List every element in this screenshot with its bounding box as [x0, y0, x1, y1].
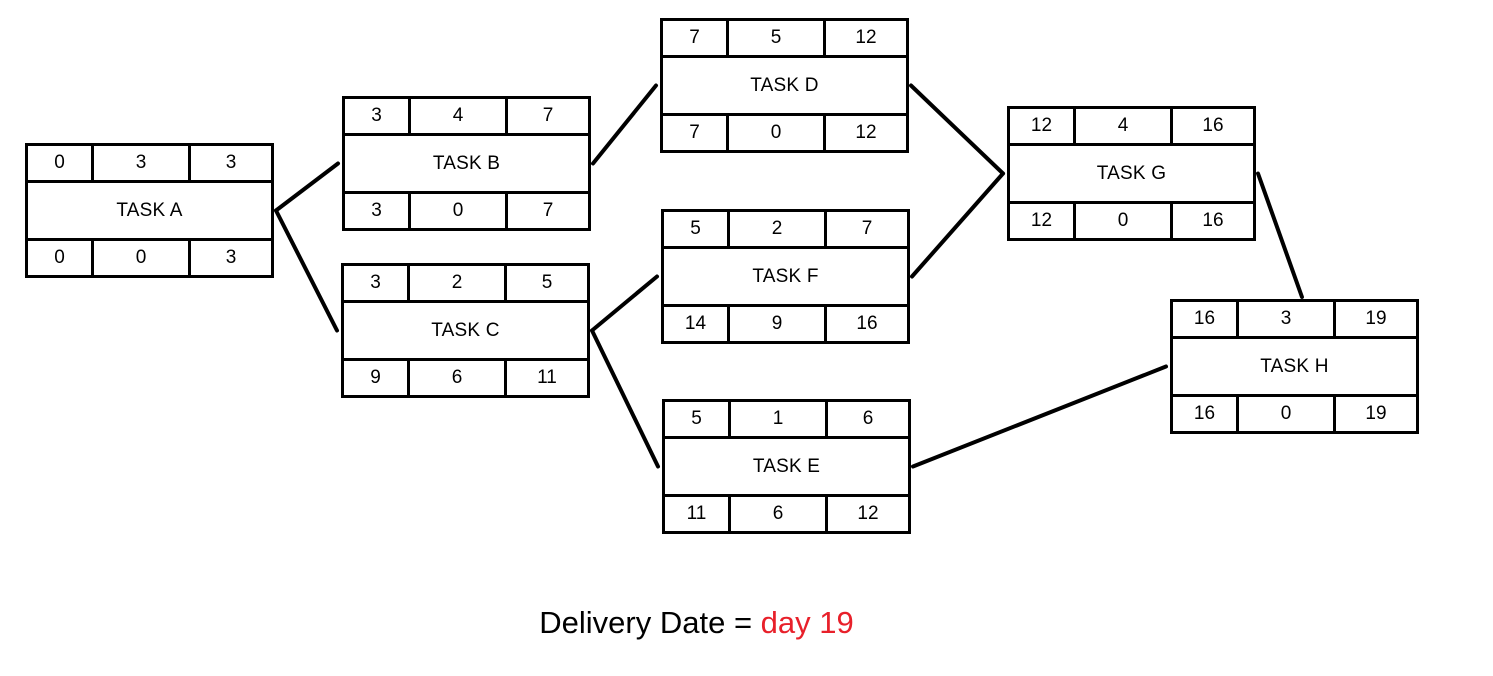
- early-finish: 5: [541, 272, 553, 293]
- link-d-g: [909, 83, 1005, 176]
- early-finish: 19: [1365, 308, 1387, 329]
- task-label: TASK E: [752, 455, 821, 477]
- task-node-c: 3 2 5 TASK C 9 6 11: [341, 263, 590, 398]
- late-start: 9: [344, 361, 410, 395]
- late-start: 11: [665, 497, 731, 531]
- task-label: TASK D: [750, 74, 819, 96]
- duration: 1: [731, 402, 828, 436]
- task-label: TASK A: [116, 199, 183, 221]
- early-start: 7: [663, 21, 729, 55]
- slack: 0: [94, 241, 191, 275]
- duration: 2: [730, 212, 827, 246]
- task-node-g: 12 4 16 TASK G 12 0 16: [1007, 106, 1256, 241]
- duration: 4: [1076, 109, 1173, 143]
- link-a-b: [274, 161, 340, 213]
- early-finish: 16: [1202, 115, 1224, 136]
- early-finish: 3: [225, 152, 237, 173]
- link-g-h: [1256, 171, 1304, 299]
- early-finish: 6: [862, 408, 874, 429]
- late-start: 7: [663, 116, 729, 150]
- early-start: 0: [28, 146, 94, 180]
- task-label: TASK C: [431, 319, 500, 341]
- early-finish: 7: [542, 105, 554, 126]
- task-node-b: 3 4 7 TASK B 3 0 7: [342, 96, 591, 231]
- task-label: TASK H: [1260, 355, 1329, 377]
- early-finish: 7: [861, 218, 873, 239]
- late-finish: 11: [537, 367, 557, 388]
- late-finish: 7: [542, 200, 554, 221]
- late-start: 14: [664, 307, 730, 341]
- early-start: 3: [345, 99, 411, 133]
- late-finish: 12: [855, 122, 877, 143]
- task-node-e: 5 1 6 TASK E 11 6 12: [662, 399, 911, 534]
- early-start: 5: [664, 212, 730, 246]
- early-start: 12: [1010, 109, 1076, 143]
- slack: 9: [730, 307, 827, 341]
- late-start: 0: [28, 241, 94, 275]
- duration: 3: [1239, 302, 1336, 336]
- early-finish: 12: [855, 27, 877, 48]
- task-label: TASK G: [1096, 162, 1167, 184]
- late-finish: 3: [225, 247, 237, 268]
- late-finish: 19: [1365, 403, 1387, 424]
- early-start: 5: [665, 402, 731, 436]
- task-node-d: 7 5 12 TASK D 7 0 12: [660, 18, 909, 153]
- duration: 2: [410, 266, 507, 300]
- early-start: 3: [344, 266, 410, 300]
- link-c-e: [590, 328, 660, 469]
- late-finish: 16: [856, 313, 878, 334]
- link-f-g: [910, 171, 1005, 279]
- delivery-date-caption: Delivery Date = day 19: [0, 605, 1393, 641]
- link-a-c: [274, 208, 339, 333]
- slack: 6: [731, 497, 828, 531]
- task-node-a: 0 3 3 TASK A 0 0 3: [25, 143, 274, 278]
- slack: 0: [1076, 204, 1173, 238]
- slack: 6: [410, 361, 507, 395]
- link-e-h: [911, 364, 1168, 469]
- duration: 5: [729, 21, 826, 55]
- slack: 0: [729, 116, 826, 150]
- task-label: TASK F: [752, 265, 819, 287]
- late-finish: 12: [857, 503, 879, 524]
- task-node-f: 5 2 7 TASK F 14 9 16: [661, 209, 910, 344]
- late-start: 16: [1173, 397, 1239, 431]
- task-node-h: 16 3 19 TASK H 16 0 19: [1170, 299, 1419, 434]
- duration: 3: [94, 146, 191, 180]
- late-start: 3: [345, 194, 411, 228]
- link-b-d: [591, 83, 658, 166]
- caption-prefix: Delivery Date =: [539, 605, 761, 640]
- task-label: TASK B: [432, 152, 501, 174]
- late-start: 12: [1010, 204, 1076, 238]
- early-start: 16: [1173, 302, 1239, 336]
- link-c-f: [590, 274, 659, 333]
- slack: 0: [411, 194, 508, 228]
- caption-value: day 19: [760, 605, 854, 640]
- duration: 4: [411, 99, 508, 133]
- late-finish: 16: [1202, 210, 1224, 231]
- slack: 0: [1239, 397, 1336, 431]
